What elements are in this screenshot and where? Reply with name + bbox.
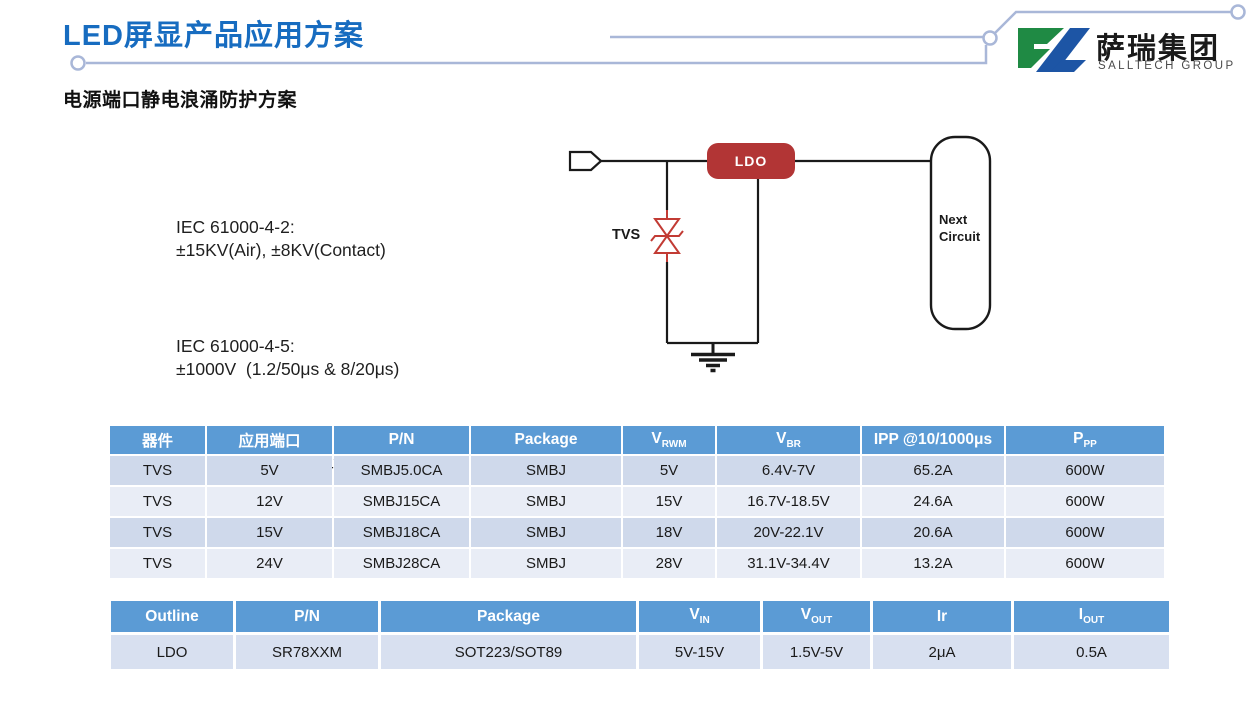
company-name-en: SALLTECH GROUP [1098, 60, 1236, 72]
table-row: TVS 24V SMBJ28CA SMBJ 28V 31.1V-34.4V 13… [110, 549, 1164, 578]
section-subtitle: 电源端口静电浪涌防护方案 [63, 90, 298, 111]
ldo-table: Outline P/N Package VIN VOUT Ir IOUT LDO… [108, 598, 1172, 672]
table-cell: 16.7V-18.5V [717, 487, 860, 516]
column-header: VIN [639, 601, 760, 632]
column-header: VBR [717, 426, 860, 454]
spec-surge: IEC 61000-4-5: ±1000V (1.2/50μs & 8/20μs) [176, 335, 399, 381]
page-title: LED屏显产品应用方案 [63, 20, 365, 52]
column-header: P/N [236, 601, 378, 632]
table-cell: 5V-15V [639, 635, 760, 669]
next-circuit-label: Next Circuit [939, 212, 981, 244]
table-cell: 65.2A [862, 456, 1004, 485]
table-cell: 0.5A [1014, 635, 1169, 669]
next-circuit-block [929, 135, 992, 331]
table-cell: 600W [1006, 549, 1164, 578]
table-row: TVS 15V SMBJ18CA SMBJ 18V 20V-22.1V 20.6… [110, 518, 1164, 547]
tvs-table-header-row: 器件 应用端口 P/N Package VRWM VBR IPP @10/100… [110, 426, 1164, 454]
circuit-wires [601, 159, 931, 345]
table-cell: 20V-22.1V [717, 518, 860, 547]
table-cell: 24.6A [862, 487, 1004, 516]
column-header: IPP @10/1000μs [862, 426, 1004, 454]
table-cell: SR78XXM [236, 635, 378, 669]
table-cell: 1.5V-5V [763, 635, 870, 669]
input-connector-icon [568, 150, 603, 172]
spec-esd: IEC 61000-4-2: ±15KV(Air), ±8KV(Contact) [176, 216, 399, 262]
column-header: Package [471, 426, 621, 454]
ldo-table-header-row: Outline P/N Package VIN VOUT Ir IOUT [111, 601, 1169, 632]
protection-circuit-diagram [568, 135, 992, 373]
table-cell: 5V [207, 456, 332, 485]
table-cell: TVS [110, 549, 205, 578]
table-cell: 12V [207, 487, 332, 516]
table-cell: TVS [110, 456, 205, 485]
company-name-cn: 萨瑞集团 [1096, 33, 1221, 65]
tvs-label: TVS [612, 227, 641, 243]
spec-surge-title: IEC 61000-4-5: [176, 336, 295, 356]
table-cell: SMBJ18CA [334, 518, 469, 547]
company-logo-icon [1018, 28, 1090, 72]
decor-circuit-trace [70, 4, 1246, 71]
table-cell: 15V [207, 518, 332, 547]
tvs-diode-icon [650, 210, 684, 262]
table-cell: 6.4V-7V [717, 456, 860, 485]
table-cell: 600W [1006, 456, 1164, 485]
table-row: TVS 5V SMBJ5.0CA SMBJ 5V 6.4V-7V 65.2A 6… [110, 456, 1164, 485]
ldo-block [707, 143, 795, 179]
table-cell: 5V [623, 456, 715, 485]
spec-esd-value: ±15KV(Air), ±8KV(Contact) [176, 240, 386, 260]
table-row: LDO SR78XXM SOT223/SOT89 5V-15V 1.5V-5V … [111, 635, 1169, 669]
table-cell: 600W [1006, 518, 1164, 547]
table-cell: TVS [110, 487, 205, 516]
column-header: P/N [334, 426, 469, 454]
column-header: 应用端口 [207, 426, 332, 454]
table-cell: 600W [1006, 487, 1164, 516]
table-cell: 20.6A [862, 518, 1004, 547]
table-cell: 15V [623, 487, 715, 516]
ground-icon [691, 343, 735, 373]
column-header: VRWM [623, 426, 715, 454]
table-cell: SMBJ [471, 518, 621, 547]
table-cell: 13.2A [862, 549, 1004, 578]
table-cell: LDO [111, 635, 233, 669]
table-cell: SMBJ5.0CA [334, 456, 469, 485]
table-cell: SOT223/SOT89 [381, 635, 636, 669]
column-header: Outline [111, 601, 233, 632]
spec-esd-title: IEC 61000-4-2: [176, 217, 295, 237]
table-cell: SMBJ [471, 456, 621, 485]
column-header: Package [381, 601, 636, 632]
table-cell: 24V [207, 549, 332, 578]
column-header: IOUT [1014, 601, 1169, 632]
column-header: PPP [1006, 426, 1164, 454]
ldo-label: LDO [734, 153, 768, 169]
table-cell: SMBJ [471, 549, 621, 578]
table-cell: TVS [110, 518, 205, 547]
table-cell: SMBJ15CA [334, 487, 469, 516]
table-cell: SMBJ [471, 487, 621, 516]
tvs-table: 器件 应用端口 P/N Package VRWM VBR IPP @10/100… [108, 424, 1166, 580]
column-header: 器件 [110, 426, 205, 454]
column-header: VOUT [763, 601, 870, 632]
spec-surge-value: ±1000V (1.2/50μs & 8/20μs) [176, 359, 400, 379]
table-cell: 31.1V-34.4V [717, 549, 860, 578]
table-row: TVS 12V SMBJ15CA SMBJ 15V 16.7V-18.5V 24… [110, 487, 1164, 516]
table-cell: 28V [623, 549, 715, 578]
table-cell: 18V [623, 518, 715, 547]
table-cell: 2μA [873, 635, 1011, 669]
column-header: Ir [873, 601, 1011, 632]
table-cell: SMBJ28CA [334, 549, 469, 578]
